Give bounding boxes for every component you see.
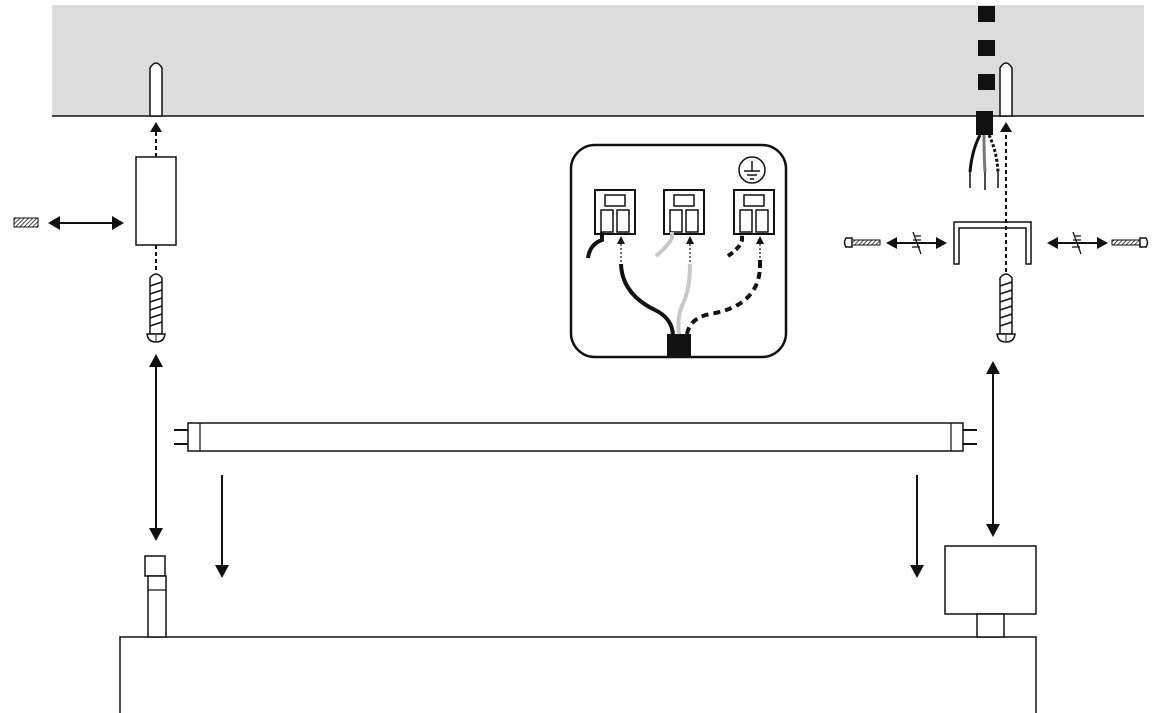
anchor-plug-icon xyxy=(135,156,177,246)
bolt-right xyxy=(1111,237,1149,248)
bolt-left xyxy=(843,237,881,248)
drill-hole-right xyxy=(999,62,1013,117)
screw-icon xyxy=(146,273,166,343)
dashed-guide-left-upper xyxy=(150,122,162,157)
lamp-holder-right xyxy=(944,545,1037,638)
mounting-bracket xyxy=(953,221,1032,265)
luminaire-body xyxy=(119,636,1037,713)
insert-arrow-right xyxy=(910,475,924,578)
ceiling xyxy=(52,5,1144,117)
screw-icon-right xyxy=(996,273,1016,343)
earth-ground-icon xyxy=(738,156,766,184)
lamp-holder-left xyxy=(144,555,167,638)
washer-double-arrow-right xyxy=(1047,231,1108,255)
small-hatched-part-left xyxy=(13,217,39,228)
wiring-inset xyxy=(569,143,788,359)
dashed-guide-right xyxy=(1000,122,1012,272)
terminal-block-icon xyxy=(594,189,775,235)
drill-hole-left xyxy=(149,62,163,117)
double-arrow-left xyxy=(48,216,124,230)
fluorescent-tube xyxy=(174,422,977,452)
double-arrow-vertical-right xyxy=(986,361,1000,537)
supply-cable xyxy=(968,6,1000,190)
double-arrow-vertical-left xyxy=(149,354,163,541)
washer-double-arrow-left xyxy=(886,231,947,255)
insert-arrow-left xyxy=(215,475,229,578)
